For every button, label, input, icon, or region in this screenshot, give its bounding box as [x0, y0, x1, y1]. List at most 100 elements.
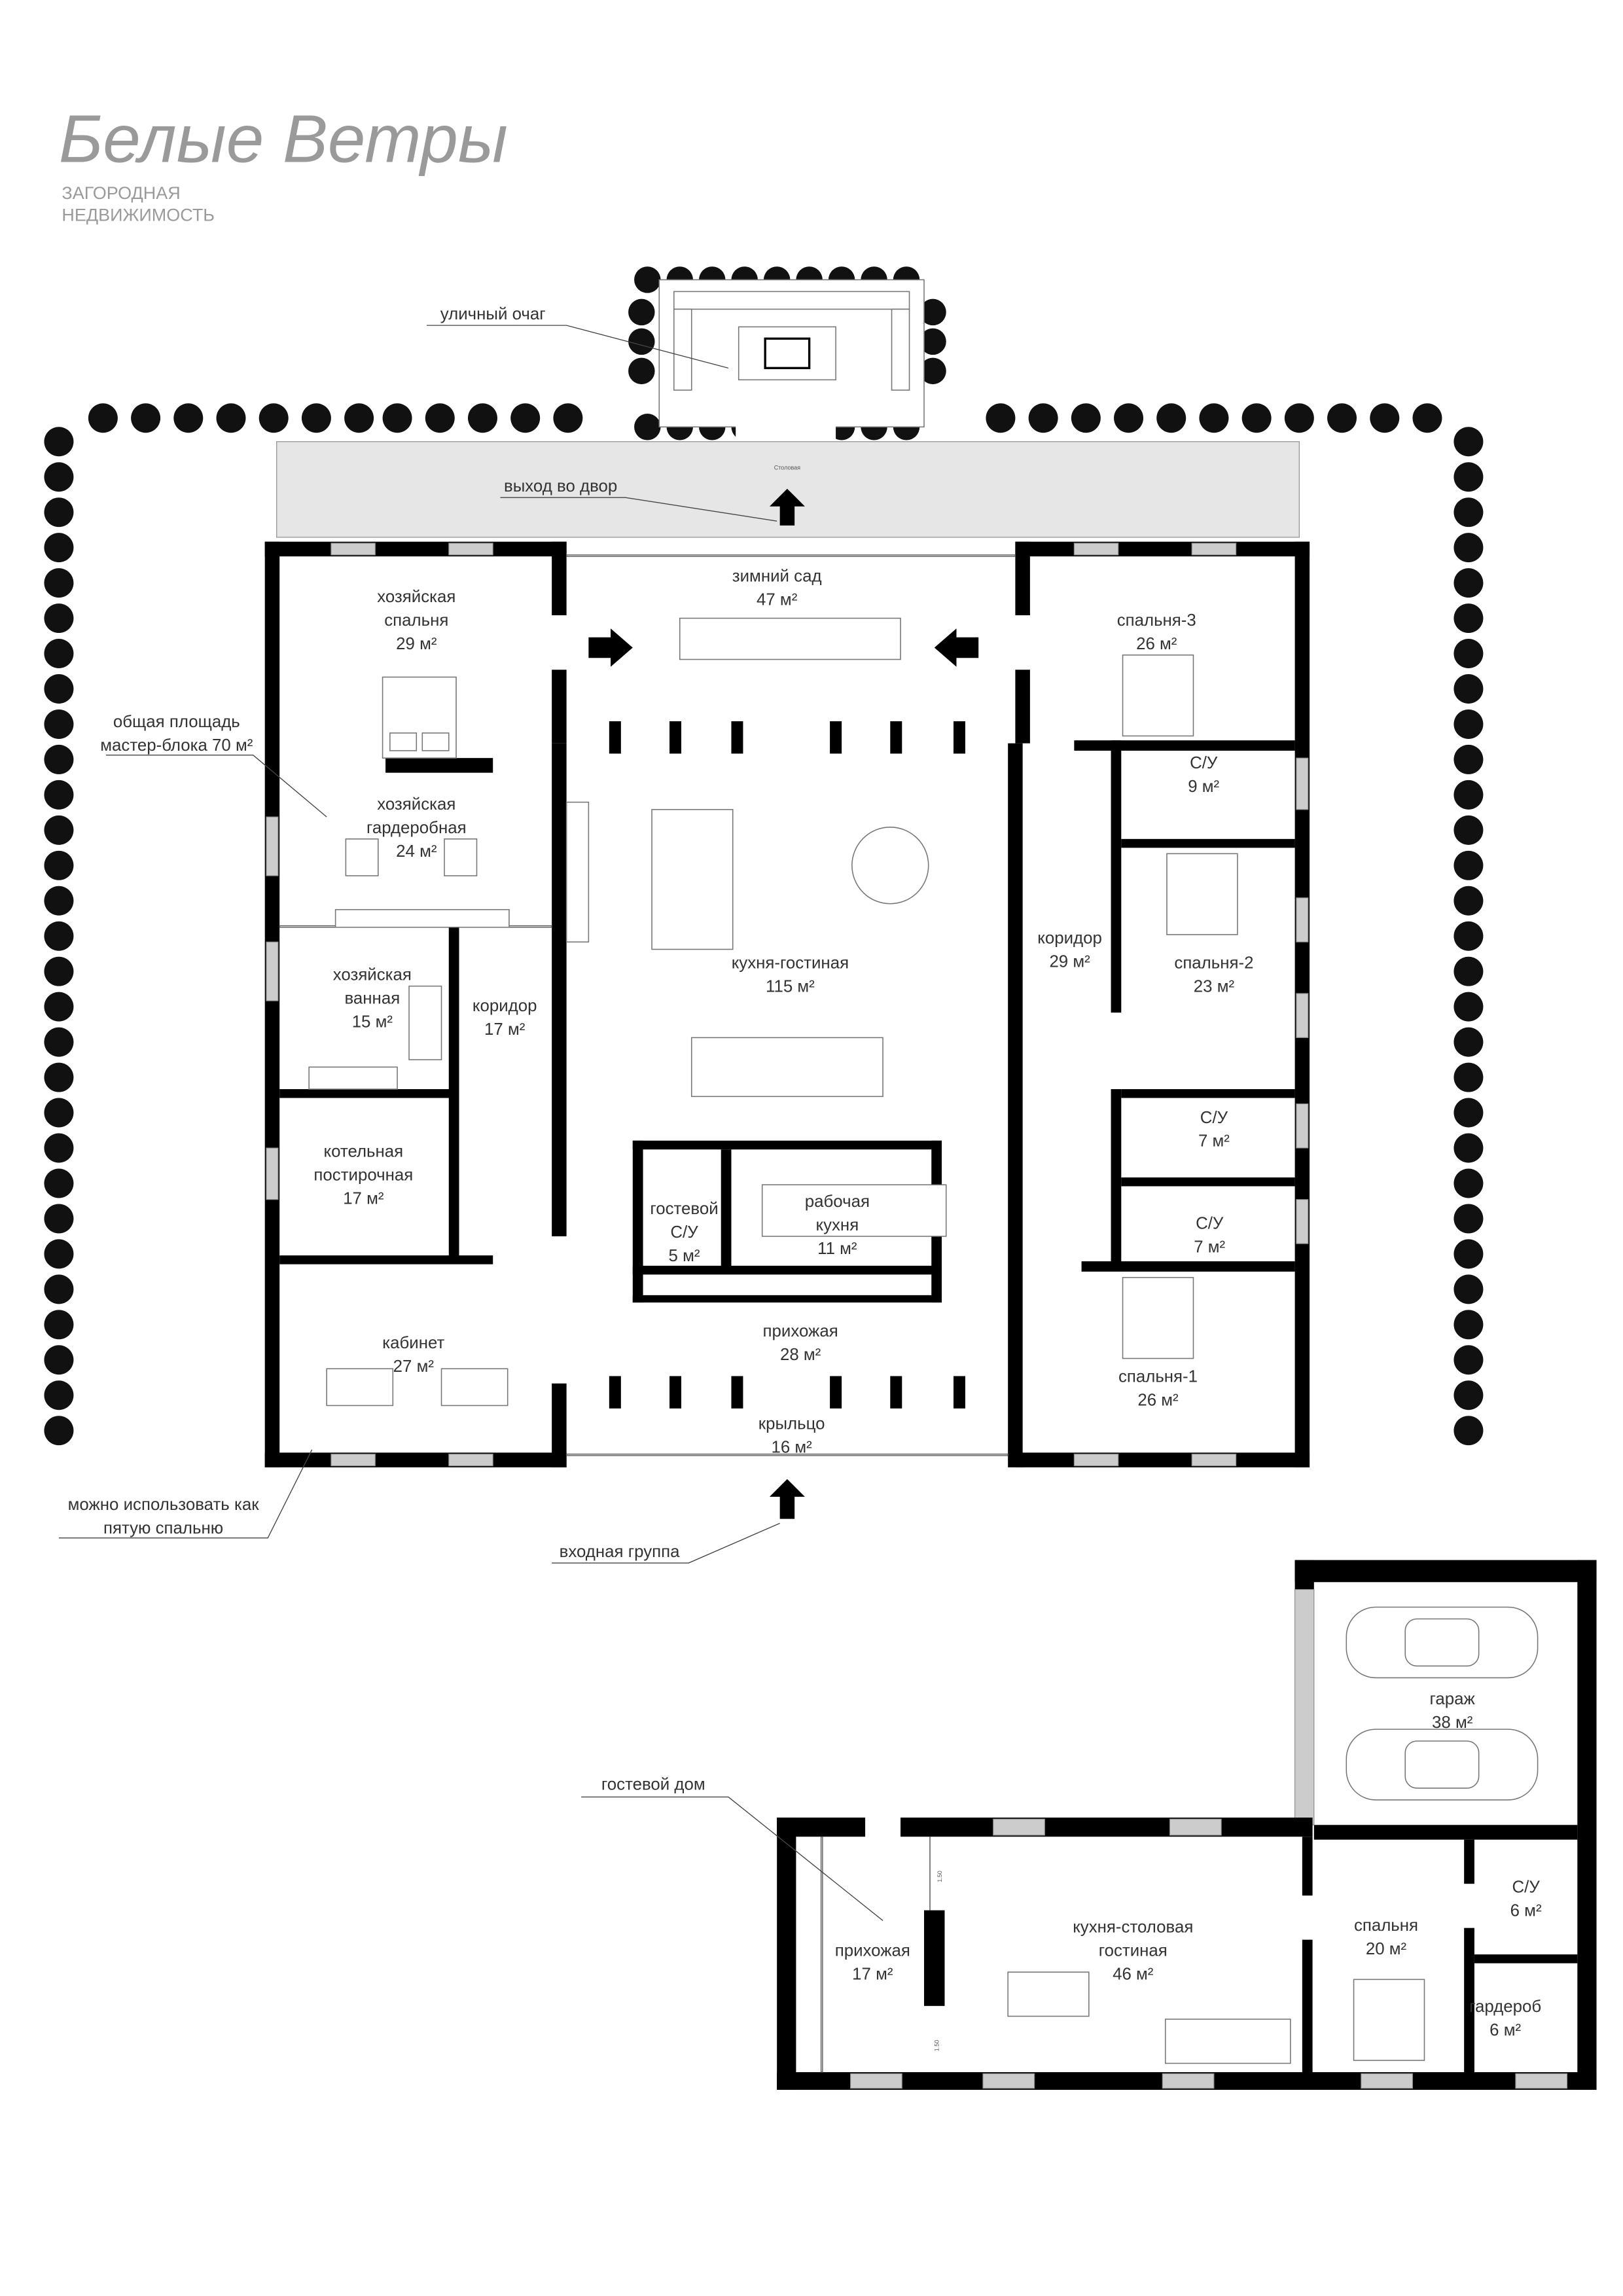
tree-icon — [344, 403, 374, 433]
svg-text:прихожая: прихожая — [835, 1941, 910, 1960]
tree-icon — [919, 298, 946, 326]
main-house-walls — [264, 541, 1310, 1467]
svg-text:16 м²: 16 м² — [771, 1438, 812, 1456]
room-winter-garden: зимний сад 47 м² — [732, 567, 822, 609]
svg-text:коридор: коридор — [1037, 929, 1102, 947]
dimension-label: 1.50 — [933, 2040, 940, 2052]
svg-text:15 м²: 15 м² — [352, 1013, 393, 1031]
room-wc-7b: С/У 7 м² — [1194, 1215, 1225, 1257]
tree-icon — [1454, 744, 1484, 774]
car-icon — [1346, 1606, 1539, 1679]
svg-text:5 м²: 5 м² — [669, 1247, 700, 1265]
tree-icon — [44, 815, 74, 845]
leader-line — [500, 497, 777, 522]
svg-text:гараж: гараж — [1430, 1690, 1476, 1708]
svg-text:гостевой: гостевой — [650, 1200, 718, 1218]
svg-text:9 м²: 9 м² — [1188, 778, 1219, 796]
tree-icon — [44, 1098, 74, 1128]
room-hall: прихожая 28 м² — [763, 1322, 838, 1364]
tree-icon — [1454, 603, 1484, 634]
tree-icon — [1454, 533, 1484, 563]
svg-text:7 м²: 7 м² — [1198, 1132, 1230, 1151]
room-bedroom-1: спальня-1 26 м² — [1118, 1367, 1198, 1409]
svg-text:спальня-3: спальня-3 — [1117, 611, 1196, 630]
leader-line — [427, 325, 729, 368]
tree-icon — [1412, 403, 1442, 433]
svg-text:47 м²: 47 м² — [757, 590, 798, 609]
tree-icon — [1454, 1345, 1484, 1375]
tree-icon — [1454, 568, 1484, 598]
room-guest-kitchen-dining: кухня-столовая гостиная 46 м² — [1073, 1918, 1193, 1983]
tree-icon — [1199, 403, 1229, 433]
tree-icon — [510, 403, 541, 433]
tree-icon — [44, 956, 74, 986]
room-garage: гараж 38 м² — [1430, 1690, 1476, 1732]
svg-text:спальня-2: спальня-2 — [1174, 954, 1253, 973]
tree-icon — [44, 1310, 74, 1340]
tree-icon — [44, 568, 74, 598]
svg-text:17 м²: 17 м² — [343, 1189, 384, 1208]
garage-walls — [1294, 1560, 1597, 2090]
tree-icon — [1241, 403, 1272, 433]
room-guest-bedroom: спальня 20 м² — [1354, 1916, 1418, 1958]
svg-text:кухня-столовая: кухня-столовая — [1073, 1918, 1193, 1936]
tree-icon — [1370, 403, 1400, 433]
tree-icon — [634, 266, 661, 293]
svg-text:постирочная: постирочная — [313, 1166, 413, 1184]
tree-icon — [986, 403, 1016, 433]
tree-icon — [1454, 1133, 1484, 1163]
room-porch: крыльцо 16 м² — [758, 1414, 825, 1456]
arrow-up-icon — [769, 488, 805, 526]
room-study: кабинет 27 м² — [382, 1334, 444, 1376]
tree-icon — [44, 780, 74, 810]
tree-icon — [216, 403, 246, 433]
tree-icon — [44, 886, 74, 916]
tree-icon — [44, 462, 74, 492]
svg-text:С/У: С/У — [1200, 1109, 1228, 1127]
tree-icon — [44, 1062, 74, 1092]
tree-icon — [1454, 1239, 1484, 1269]
tree-icon — [44, 674, 74, 704]
svg-text:спальня: спальня — [1354, 1916, 1418, 1935]
svg-text:7 м²: 7 м² — [1194, 1238, 1225, 1257]
svg-text:29 м²: 29 м² — [396, 635, 437, 653]
guest-house-label: гостевой дом — [601, 1775, 705, 1793]
tree-icon — [1454, 886, 1484, 916]
svg-text:прихожая: прихожая — [763, 1322, 838, 1340]
tree-icon — [44, 921, 74, 951]
guest-house-walls — [777, 1818, 1597, 2090]
tree-icon — [1156, 403, 1186, 433]
watermark-script: Белые Ветры — [59, 101, 508, 177]
room-boiler-laundry: котельная постирочная 17 м² — [313, 1142, 413, 1208]
tree-icon — [301, 403, 331, 433]
fifth-bedroom-note: можно использовать как — [68, 1496, 260, 1514]
tree-icon — [44, 1380, 74, 1410]
tree-icon — [1454, 850, 1484, 880]
svg-text:115 м²: 115 м² — [766, 978, 815, 996]
tree-icon — [44, 1204, 74, 1234]
tree-icon — [44, 850, 74, 880]
svg-text:38 м²: 38 м² — [1432, 1713, 1473, 1732]
tree-icon — [44, 1239, 74, 1269]
tree-icon — [1454, 497, 1484, 528]
svg-text:гостиная: гостиная — [1099, 1941, 1168, 1960]
tree-icon — [628, 357, 655, 385]
tree-icon — [44, 497, 74, 528]
tree-icon — [1454, 674, 1484, 704]
tree-icon — [628, 298, 655, 326]
tree-icon — [1284, 403, 1314, 433]
room-wc-9: С/У 9 м² — [1188, 754, 1219, 796]
tree-icon — [467, 403, 497, 433]
tree-icon — [1454, 780, 1484, 810]
tree-icon — [1454, 921, 1484, 951]
tree-icon — [44, 1027, 74, 1057]
tree-icon — [1454, 956, 1484, 986]
room-work-kitchen: рабочая кухня 11 м² — [805, 1193, 870, 1258]
tree-icon — [553, 403, 583, 433]
tree-icon — [1454, 1416, 1484, 1446]
tree-icon — [44, 1345, 74, 1375]
tree-icon — [1454, 1310, 1484, 1340]
leader-line — [581, 1796, 883, 1921]
svg-text:24 м²: 24 м² — [396, 842, 437, 861]
